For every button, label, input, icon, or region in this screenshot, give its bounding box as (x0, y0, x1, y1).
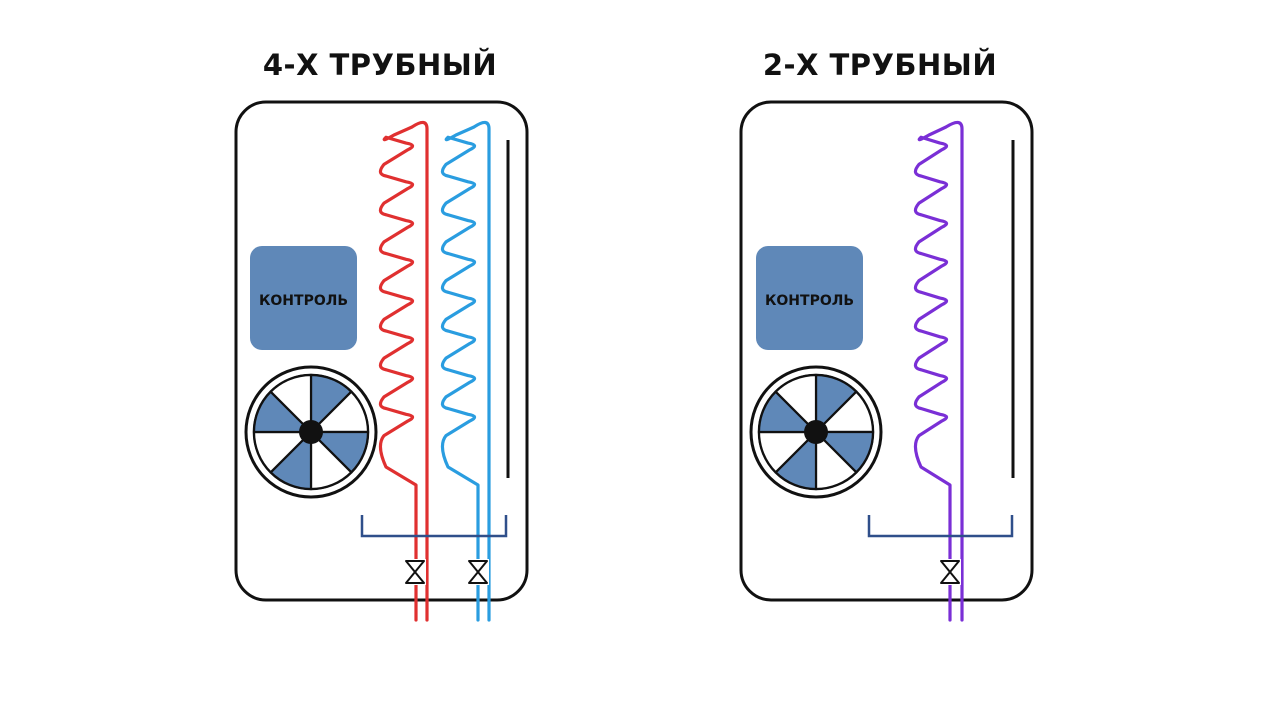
fan-icon (244, 365, 378, 499)
combined-water-coil (913, 120, 964, 622)
fan-hub (299, 420, 323, 444)
chilled-water-valve (467, 559, 489, 585)
control-box-shape (250, 246, 357, 350)
drain-tray (867, 515, 1014, 538)
hot-water-valve (404, 559, 426, 585)
fan-hub (804, 420, 828, 444)
control-box: КОНТРОЛЬ (250, 246, 357, 350)
control-box: КОНТРОЛЬ (756, 246, 863, 350)
four-pipe-diagram: 4-Х ТРУБНЫЙ КОНТРОЛЬ (234, 48, 529, 622)
valve-icon (405, 560, 425, 584)
control-label: КОНТРОЛЬ (259, 293, 348, 309)
valve-icon (940, 560, 960, 584)
hot-water-coil (378, 120, 429, 622)
control-label: КОНТРОЛЬ (765, 293, 854, 309)
unit-housing (234, 100, 529, 602)
fan-blade (774, 373, 818, 434)
chilled-water-coil (440, 120, 491, 622)
four-pipe-title: 4-Х ТРУБНЫЙ (263, 48, 497, 82)
two-pipe-title: 2-Х ТРУБНЫЙ (763, 48, 997, 82)
water-valve (939, 559, 961, 585)
valve-icon (468, 560, 488, 584)
fan-icon (749, 365, 883, 499)
unit-housing (739, 100, 1034, 602)
two-pipe-diagram: 2-Х ТРУБНЫЙ КОНТРОЛЬ (739, 48, 1034, 622)
control-box-shape (756, 246, 863, 350)
drain-tray (360, 515, 508, 538)
fan-blade (269, 373, 313, 434)
